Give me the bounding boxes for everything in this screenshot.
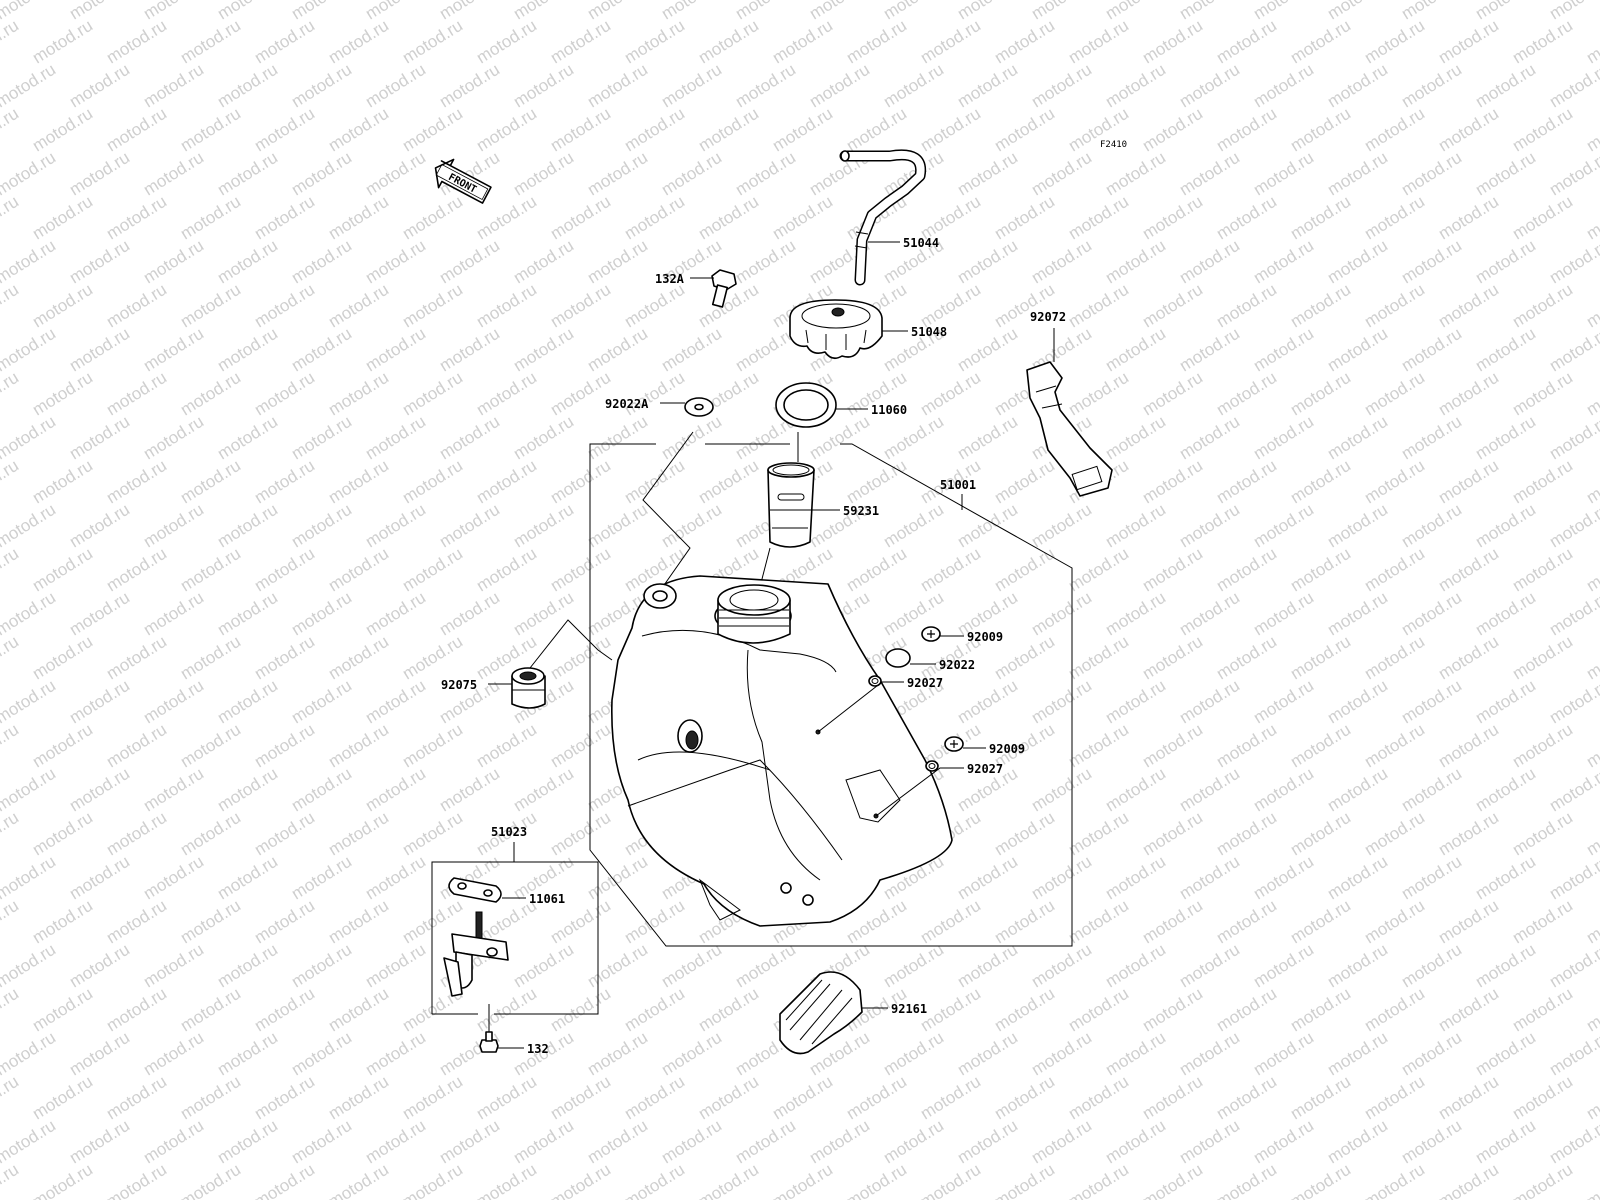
oring-92027-upper xyxy=(868,675,882,687)
label-92027-upper: 92027 xyxy=(907,676,943,690)
label-51001: 51001 xyxy=(940,478,976,492)
strap-92072 xyxy=(1026,361,1113,497)
diagram-code: F2410 xyxy=(1100,140,1127,150)
breather-hose xyxy=(839,149,927,286)
front-arrow-icon: FRONT xyxy=(434,158,492,204)
label-92022a: 92022A xyxy=(605,397,649,411)
label-92022: 92022 xyxy=(939,658,975,672)
screw-92009-upper xyxy=(921,626,941,642)
label-92009-lower: 92009 xyxy=(989,742,1025,756)
gasket-11061 xyxy=(448,877,502,903)
label-92075: 92075 xyxy=(441,678,477,692)
damper-92075 xyxy=(511,667,546,709)
label-51044: 51044 xyxy=(903,236,939,250)
label-132a: 132A xyxy=(655,272,685,286)
fuel-cap xyxy=(789,299,883,360)
washer-92022a xyxy=(684,397,714,417)
label-92161: 92161 xyxy=(891,1002,927,1016)
bolt-132a xyxy=(711,269,737,308)
bolt-132 xyxy=(479,1031,499,1053)
pad-92161 xyxy=(779,971,863,1055)
tank-assembly-bracket xyxy=(589,443,1073,947)
label-11060: 11060 xyxy=(871,403,907,417)
label-11061: 11061 xyxy=(529,892,565,906)
fuel-cock-bracket xyxy=(431,861,599,1015)
label-92009-upper: 92009 xyxy=(967,630,1003,644)
label-51023: 51023 xyxy=(491,825,527,839)
label-92027-lower: 92027 xyxy=(967,762,1003,776)
washer-92022 xyxy=(885,648,911,668)
gasket-11060 xyxy=(775,382,837,428)
label-92072: 92072 xyxy=(1030,310,1066,324)
screw-92009-lower xyxy=(944,736,964,752)
fuel-cock-51023 xyxy=(443,911,509,997)
label-59231: 59231 xyxy=(843,504,879,518)
label-132: 132 xyxy=(527,1042,549,1056)
label-51048: 51048 xyxy=(911,325,947,339)
filter-59231 xyxy=(767,462,815,548)
oring-92027-lower xyxy=(925,760,939,772)
fuel-tank xyxy=(611,575,953,927)
